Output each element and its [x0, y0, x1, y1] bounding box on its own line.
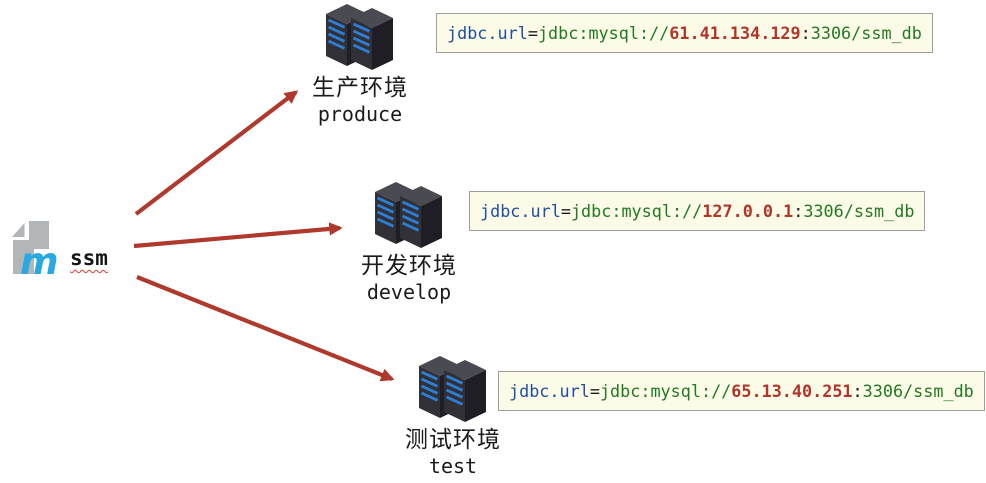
url-sep: : [852, 381, 863, 401]
url-ip: 61.41.134.129 [669, 23, 801, 43]
env-name-zh: 生产环境 [312, 74, 408, 100]
env-node-produce: 生产环境 produce [298, 4, 422, 126]
url-proto: jdbc:mysql:// [537, 23, 670, 43]
url-sep: : [800, 23, 811, 43]
env-node-develop: 开发环境 develop [347, 182, 471, 304]
url-key: jdbc.url [480, 201, 561, 221]
jdbc-url-box-develop: jdbc.url=jdbc:mysql://127.0.0.1:3306/ssm… [469, 191, 926, 231]
source-node: m ssm [4, 218, 108, 284]
url-ip: 127.0.0.1 [702, 201, 794, 221]
url-eq: = [527, 23, 538, 43]
url-sep: : [793, 201, 804, 221]
server-icon [375, 182, 442, 248]
arrow-to-produce [134, 90, 299, 216]
jdbc-url-box-test: jdbc.url=jdbc:mysql://65.13.40.251:3306/… [498, 371, 985, 411]
server-icon [326, 4, 393, 70]
env-node-test: 测试环境 test [391, 356, 515, 478]
server-icon [419, 356, 486, 422]
maven-logo-icon: m [12, 221, 59, 283]
url-key: jdbc.url [509, 381, 590, 401]
url-proto: jdbc:mysql:// [570, 201, 703, 221]
url-proto: jdbc:mysql:// [599, 381, 732, 401]
env-name-zh: 测试环境 [405, 426, 501, 452]
url-ip: 65.13.40.251 [731, 381, 853, 401]
url-tail: 3306/ssm_db [810, 23, 922, 43]
url-eq: = [560, 201, 571, 221]
source-label: ssm [70, 246, 108, 270]
env-name-en: develop [366, 280, 452, 305]
url-tail: 3306/ssm_db [803, 201, 915, 221]
env-name-zh: 开发环境 [361, 252, 457, 278]
url-key: jdbc.url [447, 23, 528, 43]
env-name-en: produce [317, 102, 403, 127]
url-tail: 3306/ssm_db [862, 381, 974, 401]
arrow-to-develop [133, 222, 343, 249]
jdbc-url-box-produce: jdbc.url=jdbc:mysql://61.41.134.129:3306… [436, 13, 933, 53]
url-eq: = [589, 381, 600, 401]
maven-m-glyph: m [20, 240, 59, 283]
env-name-en: test [428, 454, 478, 479]
